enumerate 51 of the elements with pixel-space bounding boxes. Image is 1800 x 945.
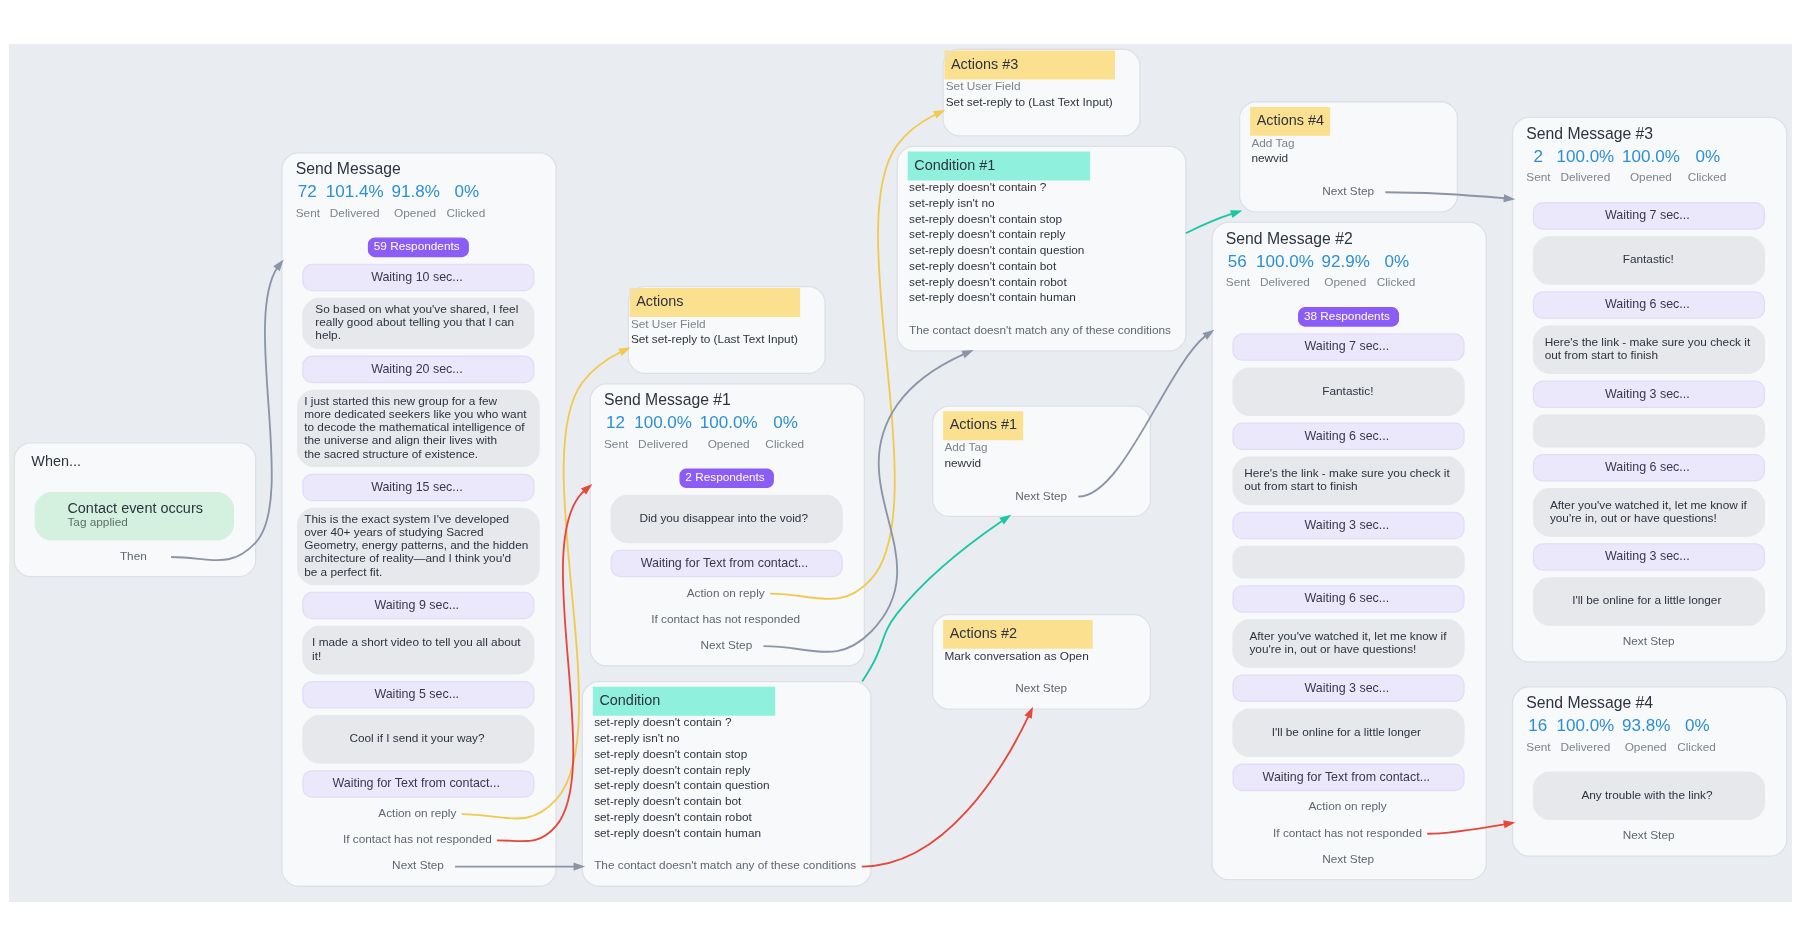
- arrow: [453, 862, 585, 871]
- node-box: 2 Respondents: [678, 467, 774, 488]
- node-text: Action on reply: [1308, 798, 1387, 813]
- node-box: Waiting 3 sec...: [1231, 511, 1465, 539]
- node-text: Next Step: [1622, 827, 1675, 842]
- node-box: Waiting 7 sec...: [1532, 201, 1765, 230]
- node-text: If contact has not responded: [342, 831, 492, 846]
- arrow: [1425, 819, 1515, 835]
- node-text: Next Step: [1321, 851, 1374, 866]
- node-box: Waiting 20 sec...: [301, 355, 534, 383]
- node-box: 59 Respondents: [367, 237, 469, 257]
- node-box: Waiting for Text from contact...: [1231, 763, 1465, 791]
- node-box: Waiting for Text from contact...: [301, 769, 534, 798]
- node-text: Action on reply: [686, 585, 765, 600]
- arrow: [169, 259, 284, 561]
- node-box: Waiting 10 sec...: [301, 263, 534, 291]
- node-text: Action on reply: [377, 805, 456, 820]
- node-text: The contact doesn't match any of these conditions: [593, 857, 856, 872]
- node-box: Waiting 6 sec...: [1532, 290, 1765, 319]
- node-text: Next Step: [1014, 680, 1067, 695]
- arrow: [1383, 190, 1515, 202]
- node-text: If contact has not responded: [1272, 825, 1422, 840]
- arrow: [1076, 329, 1214, 498]
- arrow: [495, 483, 592, 842]
- node-text: Then: [119, 548, 147, 563]
- node-box: 38 Respondents: [1297, 306, 1399, 327]
- node-box: Waiting 3 sec...: [1532, 542, 1765, 571]
- arrow: [860, 706, 1033, 867]
- arrow: [1184, 209, 1242, 234]
- node-box: Waiting 6 sec...: [1532, 453, 1765, 482]
- node-box: Waiting 3 sec...: [1231, 673, 1465, 702]
- node-text: If contact has not responded: [650, 611, 800, 626]
- node-box: Waiting for Text from contact...: [610, 549, 843, 577]
- node-box: Waiting 15 sec...: [301, 473, 534, 501]
- node-box: Waiting 9 sec...: [301, 591, 534, 619]
- node-box: Waiting 6 sec...: [1231, 584, 1465, 613]
- node-text: Next Step: [391, 857, 444, 872]
- node-text: Next Step: [1014, 488, 1067, 502]
- node-text: Next Step: [1321, 183, 1374, 198]
- node-box: Waiting 7 sec...: [1231, 332, 1465, 361]
- node-box: Waiting 3 sec...: [1532, 380, 1765, 408]
- arrow: [860, 514, 1011, 682]
- node-box: Contact event occurs Tag applied: [34, 491, 234, 541]
- node-text: Next Step: [699, 637, 752, 652]
- node-box: Waiting 6 sec...: [1231, 422, 1465, 450]
- arrow: [460, 346, 630, 820]
- node-box: Waiting 5 sec...: [301, 680, 534, 708]
- arrow: [768, 109, 945, 600]
- arrow: [762, 349, 974, 653]
- node-text: The contact doesn't match any of these conditions: [908, 322, 1171, 337]
- node-text: Next Step: [1622, 633, 1675, 648]
